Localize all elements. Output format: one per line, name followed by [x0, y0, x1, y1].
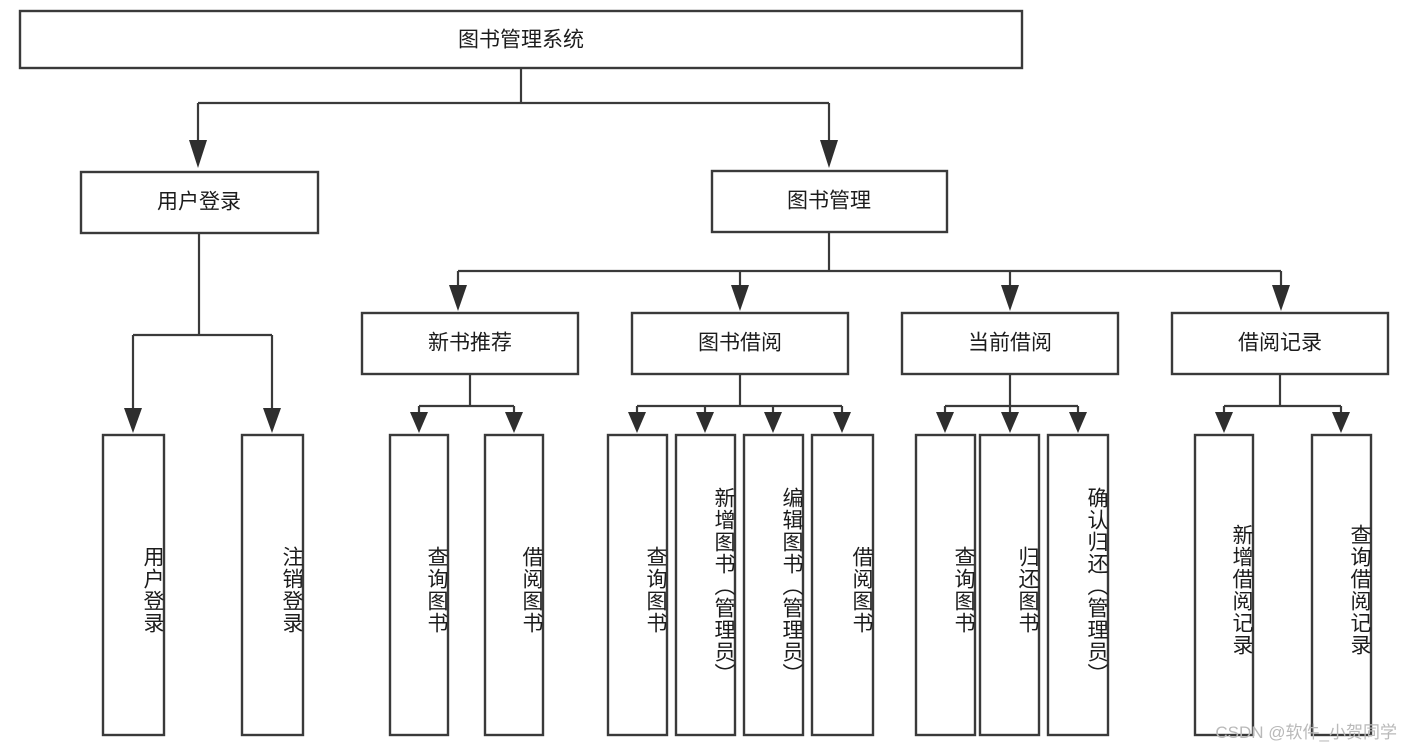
arrow-head-icon: [696, 412, 714, 433]
leaf-logout-label: 注销登录: [280, 546, 303, 634]
node-book-manage-label: 图书管理: [787, 190, 871, 213]
arrow-head-icon: [936, 412, 954, 433]
leaf-edit-book-label: 编辑图书（管理员）: [780, 486, 803, 685]
connector-root-to-level1: [189, 68, 838, 168]
node-book-manage-box[interactable]: [710, 169, 949, 234]
leaf-return-book-box[interactable]: [978, 433, 1041, 737]
arrow-head-icon: [1001, 412, 1019, 433]
leaf-query-book-3-box[interactable]: [914, 433, 977, 737]
node-borrow-record-label: 借阅记录: [1238, 332, 1322, 355]
node-current-borrow-label: 当前借阅: [968, 332, 1052, 355]
arrow-head-icon: [505, 412, 523, 433]
leaf-edit-book-box[interactable]: [742, 433, 805, 737]
arrow-head-icon: [410, 412, 428, 433]
arrow-head-icon: [1069, 412, 1087, 433]
node-new-book-recommend-box[interactable]: [360, 311, 580, 376]
leaf-query-book-2-box[interactable]: [606, 433, 669, 737]
leaf-user-login-box[interactable]: [101, 433, 166, 737]
arrow-head-icon: [1001, 285, 1019, 311]
leaf-query-book-1-label: 查询图书: [425, 546, 448, 634]
arrow-head-icon: [1332, 412, 1350, 433]
arrow-head-icon: [189, 140, 207, 168]
node-current-borrow-box[interactable]: [900, 311, 1120, 376]
connector-bookborrow-to-leaves: [628, 374, 851, 433]
leaf-borrow-book-1-box[interactable]: [483, 433, 545, 737]
node-root-label: 图书管理系统: [458, 29, 584, 52]
leaf-add-record-box[interactable]: [1193, 433, 1255, 737]
leaf-borrow-book-2-label: 借阅图书: [850, 546, 873, 634]
connector-newbook-to-leaves: [410, 374, 523, 433]
connector-userlogin-to-leaves: [124, 233, 281, 433]
leaf-query-book-3-label: 查询图书: [952, 546, 975, 634]
connector-currentborrow-to-leaves: [936, 374, 1087, 433]
arrow-head-icon: [731, 285, 749, 311]
arrow-head-icon: [1215, 412, 1233, 433]
node-user-login-box[interactable]: [79, 170, 320, 235]
node-root-box[interactable]: [18, 9, 1024, 70]
node-book-borrow-label: 图书借阅: [698, 332, 782, 355]
arrow-head-icon: [1272, 285, 1290, 311]
leaf-query-book-1-box[interactable]: [388, 433, 450, 737]
arrow-head-icon: [449, 285, 467, 311]
node-new-book-recommend-label: 新书推荐: [428, 332, 512, 355]
leaf-user-login-label: 用户登录: [141, 546, 164, 634]
leaf-logout-box[interactable]: [240, 433, 305, 737]
leaf-confirm-return-box[interactable]: [1046, 433, 1110, 737]
leaf-borrow-book-1-label: 借阅图书: [520, 546, 543, 634]
arrow-head-icon: [263, 408, 281, 433]
arrow-head-icon: [628, 412, 646, 433]
leaf-confirm-return-label: 确认归还（管理员）: [1085, 486, 1108, 685]
arrow-head-icon: [764, 412, 782, 433]
leaf-query-book-2-label: 查询图书: [644, 546, 667, 634]
node-user-login-label: 用户登录: [157, 191, 241, 214]
leaf-query-record-box[interactable]: [1310, 433, 1373, 737]
leaf-add-record-label: 新增借阅记录: [1230, 524, 1253, 656]
leaf-borrow-book-2-box[interactable]: [810, 433, 875, 737]
leaf-add-book-label: 新增图书（管理员）: [712, 486, 735, 685]
node-borrow-record-box[interactable]: [1170, 311, 1390, 376]
connector-borrowrecord-to-leaves: [1215, 374, 1350, 433]
leaf-query-record-label: 查询借阅记录: [1348, 524, 1371, 656]
node-book-borrow-box[interactable]: [630, 311, 850, 376]
leaf-return-book-label: 归还图书: [1016, 546, 1039, 634]
connector-bookmanage-to-level2: [449, 232, 1290, 311]
arrow-head-icon: [124, 408, 142, 433]
arrow-head-icon: [833, 412, 851, 433]
arrow-head-icon: [820, 140, 838, 168]
leaf-add-book-box[interactable]: [674, 433, 737, 737]
